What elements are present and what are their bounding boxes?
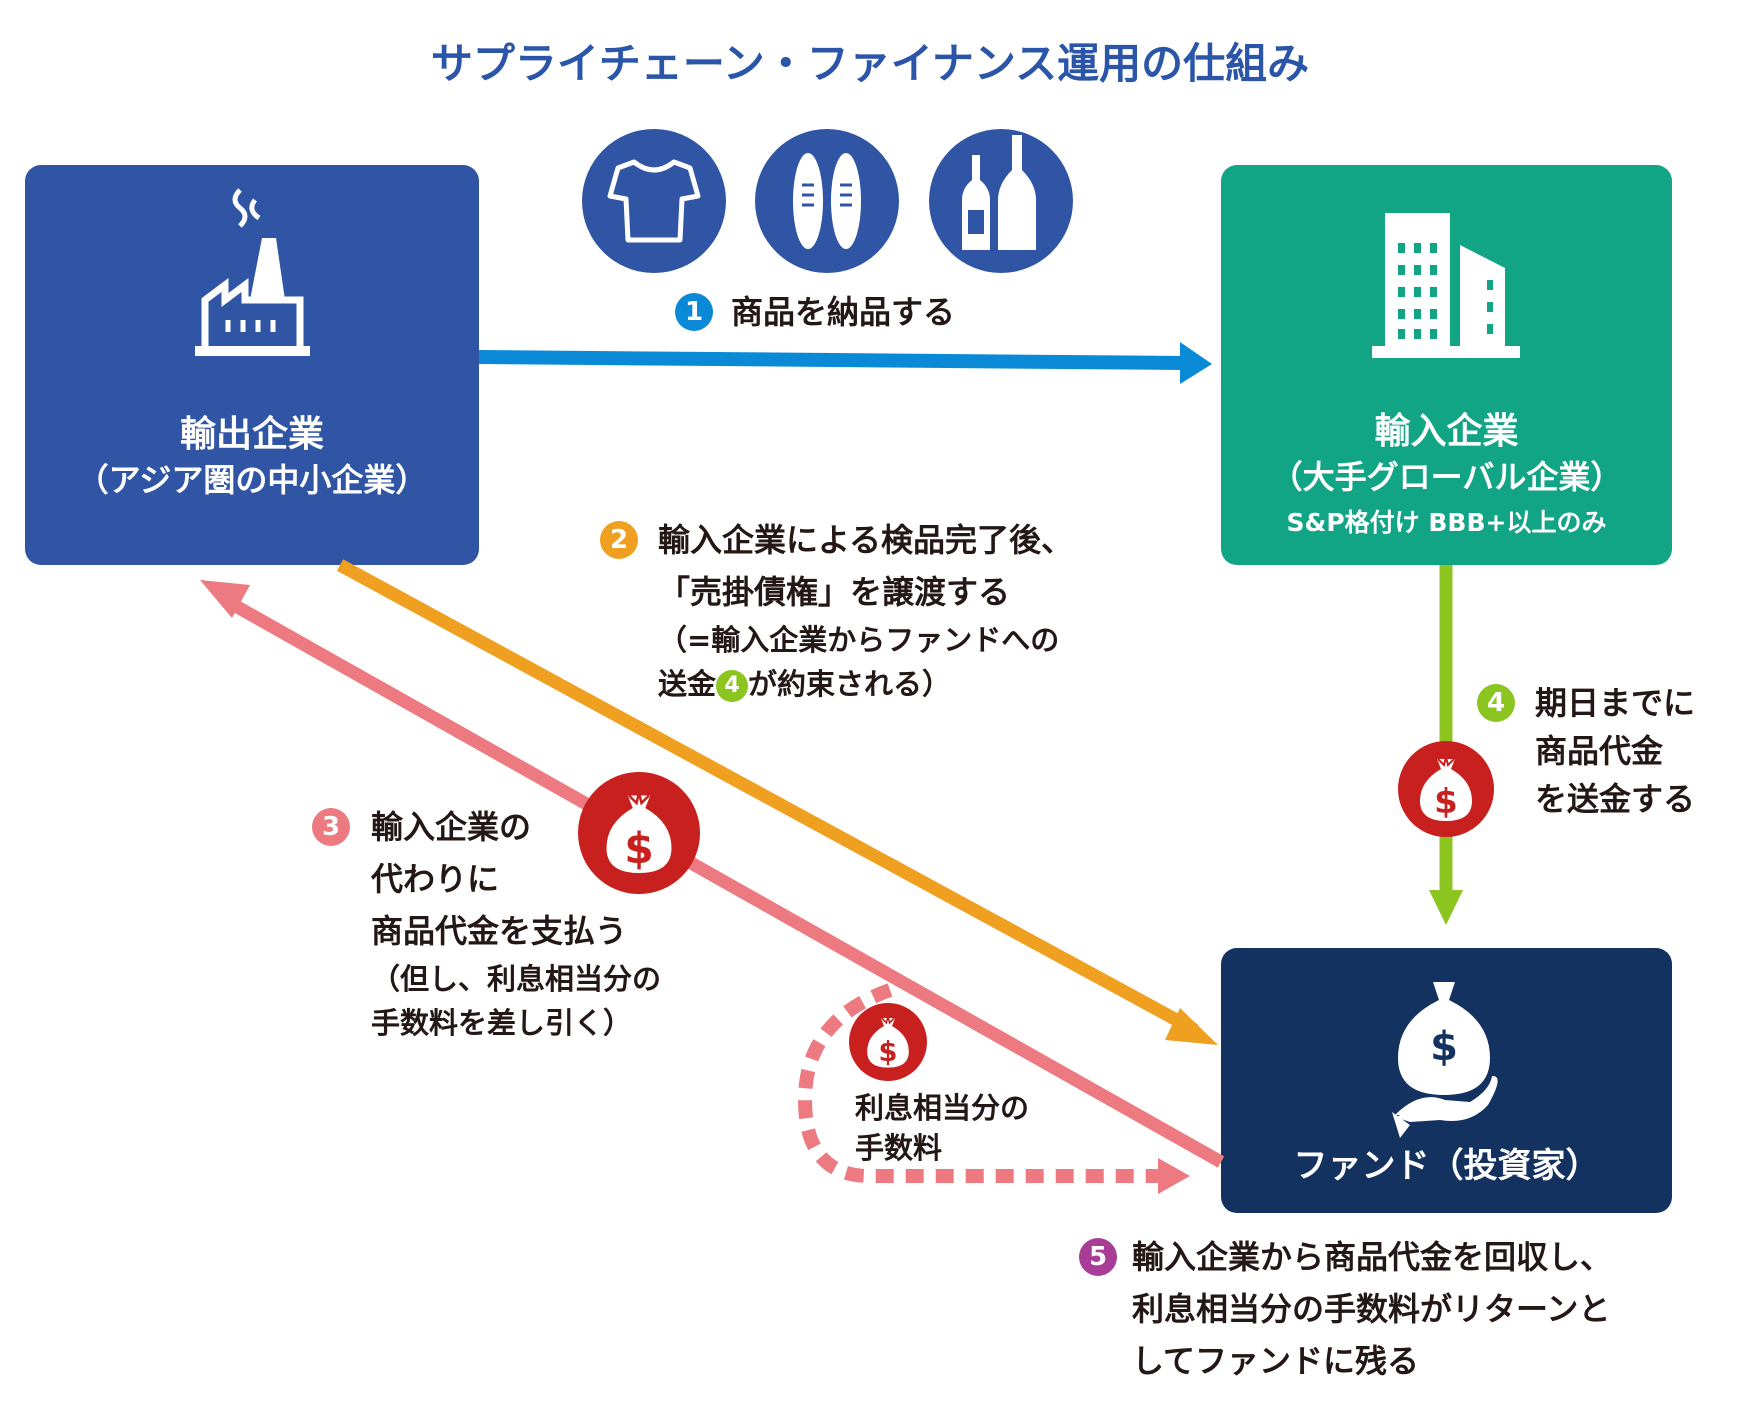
- step2-sub-text: が約束される）: [748, 667, 952, 701]
- step5-line: してファンドに残る: [1132, 1342, 1420, 1380]
- svg-text:$: $: [1430, 1024, 1458, 1070]
- step2-arrow: [336, 559, 1218, 1045]
- importer-box: [1221, 165, 1672, 565]
- step3-sub-line: （但し、利息相当分の: [371, 962, 662, 996]
- step5-line: 輸入企業から商品代金を回収し、: [1132, 1238, 1613, 1276]
- step3-arrow: [200, 580, 1225, 1168]
- step2-line: 輸入企業による検品完了後、: [658, 521, 1074, 559]
- page-title: サプライチェーン・ファイナンス運用の仕組み: [430, 39, 1310, 88]
- step3-sub-line: 手数料を差し引く）: [371, 1006, 633, 1040]
- step4-label: 4 期日までに 商品代金 を送金する: [1477, 679, 1695, 823]
- money-in-hand-icon: $: [1392, 982, 1498, 1138]
- step5-number: 5: [1079, 1238, 1117, 1276]
- step1-label: 1 商品を納品する: [675, 286, 955, 338]
- money-bag-icon: [1398, 741, 1494, 837]
- step4-line: を送金する: [1535, 780, 1696, 818]
- importer-name: 輸入企業: [1374, 411, 1519, 452]
- step1-number: 1: [675, 293, 713, 331]
- fee-label-line: 手数料: [855, 1131, 943, 1165]
- step3-line: 商品代金を支払う: [371, 912, 628, 950]
- fee-label-line: 利息相当分の: [855, 1091, 1030, 1125]
- bottles-icon: [929, 129, 1073, 273]
- fee-label: 利息相当分の 手数料: [855, 1088, 1029, 1168]
- step3-line: 輸入企業の: [371, 808, 532, 846]
- step3-label: 3 輸入企業の 代わりに 商品代金を支払う （但し、利息相当分の 手数料を差し引…: [312, 801, 661, 1045]
- exporter-name: 輸出企業: [179, 414, 324, 455]
- fee-dashed-arrow: [797, 983, 1190, 1194]
- step2-sub-text: 送金: [658, 667, 717, 701]
- step1-text: 商品を納品する: [731, 293, 956, 331]
- importer-rating-note: S&P格付け BBB+以上のみ: [1286, 508, 1607, 537]
- exporter-box: [25, 165, 479, 565]
- step4-arrow: [1429, 565, 1463, 925]
- step3-line: 代わりに: [371, 860, 500, 898]
- step2-line: 「売掛債権」を譲渡する: [658, 573, 1011, 611]
- factory-icon: [195, 188, 310, 356]
- step4-line: 期日までに: [1535, 684, 1696, 722]
- step3-number: 3: [312, 808, 350, 846]
- fund-name: ファンド（投資家）: [1293, 1146, 1600, 1186]
- step5-label: 5 輸入企業から商品代金を回収し、 利息相当分の手数料がリターンと してファンド…: [1079, 1231, 1612, 1387]
- money-bag-icon: [849, 1003, 927, 1081]
- building-icon: [1372, 213, 1520, 358]
- step2-sub-line: （=輸入企業からファンドへの: [658, 623, 1060, 657]
- step1-arrow: [478, 342, 1212, 384]
- money-bag-icon: [578, 772, 700, 894]
- step4-number: 4: [1477, 684, 1515, 722]
- step2-label: 2 輸入企業による検品完了後、 「売掛債権」を譲渡する （=輸入企業からファンド…: [600, 514, 1073, 706]
- tshirt-icon: [582, 129, 726, 273]
- step4-line: 商品代金: [1535, 732, 1664, 770]
- step5-line: 利息相当分の手数料がリターンと: [1132, 1290, 1611, 1328]
- step4-ref-badge: 4: [716, 670, 749, 702]
- shoes-icon: [755, 129, 899, 273]
- exporter-desc: （アジア圏の中小企業）: [76, 461, 428, 499]
- importer-desc: （大手グローバル企業）: [1270, 458, 1623, 496]
- step2-number: 2: [600, 521, 638, 559]
